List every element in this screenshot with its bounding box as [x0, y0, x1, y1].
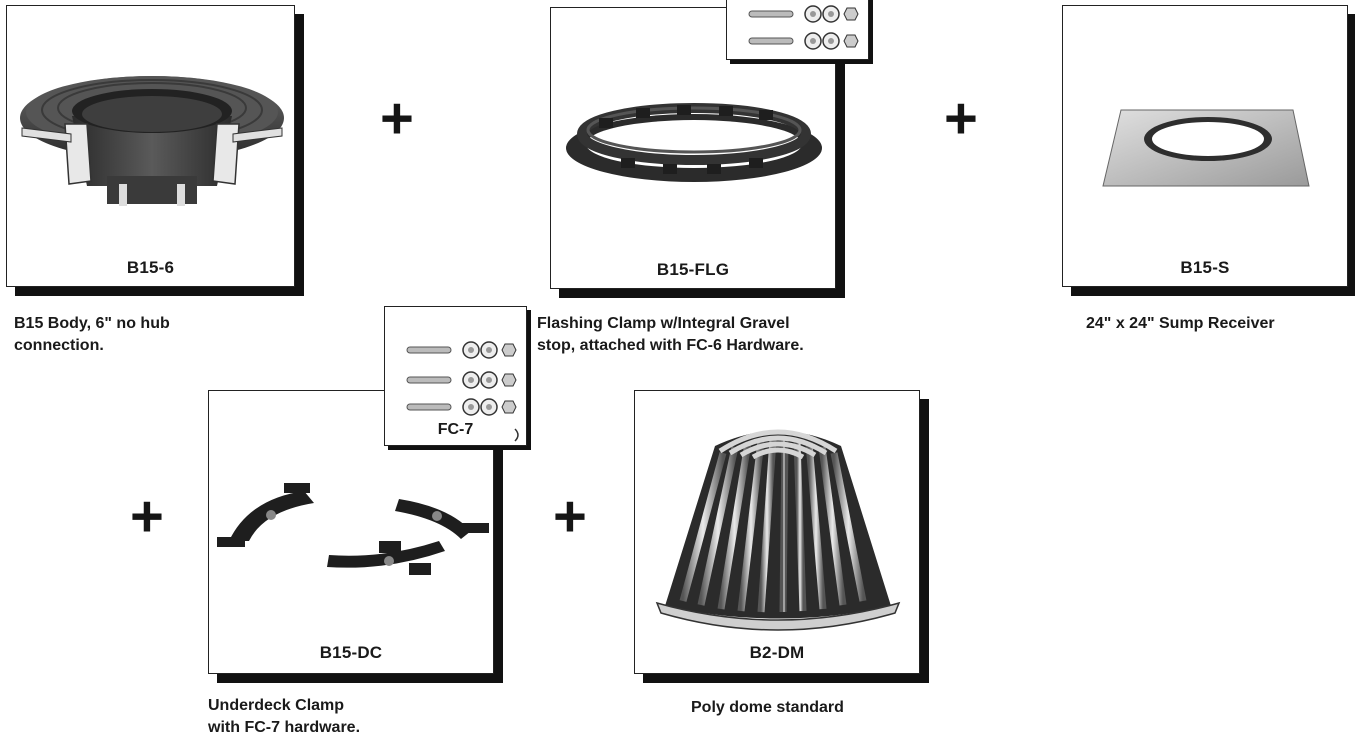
- part-label: B15-S: [1180, 258, 1230, 277]
- part-caption: 24" x 24" Sump Receiver: [1086, 315, 1275, 332]
- hardware-bolts-icon: [406, 341, 519, 442]
- flashing-clamp-illustration: [566, 103, 822, 182]
- panel-b15-s: B15-S: [1062, 5, 1348, 287]
- sump-receiver-illustration: [1102, 109, 1310, 187]
- plus-sign: +: [130, 484, 164, 549]
- panel-b15-6: B15-6: [6, 5, 295, 287]
- underdeck-clamp-illustration: [217, 483, 489, 575]
- part-caption: Poly dome standard: [691, 699, 844, 716]
- panel-b15-dc: B15-DC: [208, 390, 494, 674]
- dome-strainer-illustration: [655, 429, 901, 631]
- panel-b2-dm: B2-DM: [634, 390, 920, 674]
- drain-body-illustration: [20, 76, 284, 206]
- part-label: B15-DC: [319, 643, 383, 662]
- part-caption: B15 Body, 6" no hub connection.: [14, 315, 170, 354]
- plus-sign: +: [380, 86, 414, 151]
- fc7-hardware-inset: FC-7: [384, 306, 527, 446]
- part-label: B15-6: [126, 258, 175, 277]
- fc6-hardware-inset: [726, 0, 869, 60]
- plus-sign: +: [553, 484, 587, 549]
- hardware-label: FC-7: [437, 421, 474, 438]
- part-label: B2-DM: [749, 643, 805, 662]
- plus-sign: +: [944, 86, 978, 151]
- part-caption: Flashing Clamp w/Integral Gravel stop, a…: [537, 315, 804, 354]
- part-label: B15-FLG: [656, 260, 730, 279]
- part-caption: Underdeck Clamp with FC-7 hardware.: [208, 697, 361, 736]
- hardware-bolts-icon: [748, 5, 859, 50]
